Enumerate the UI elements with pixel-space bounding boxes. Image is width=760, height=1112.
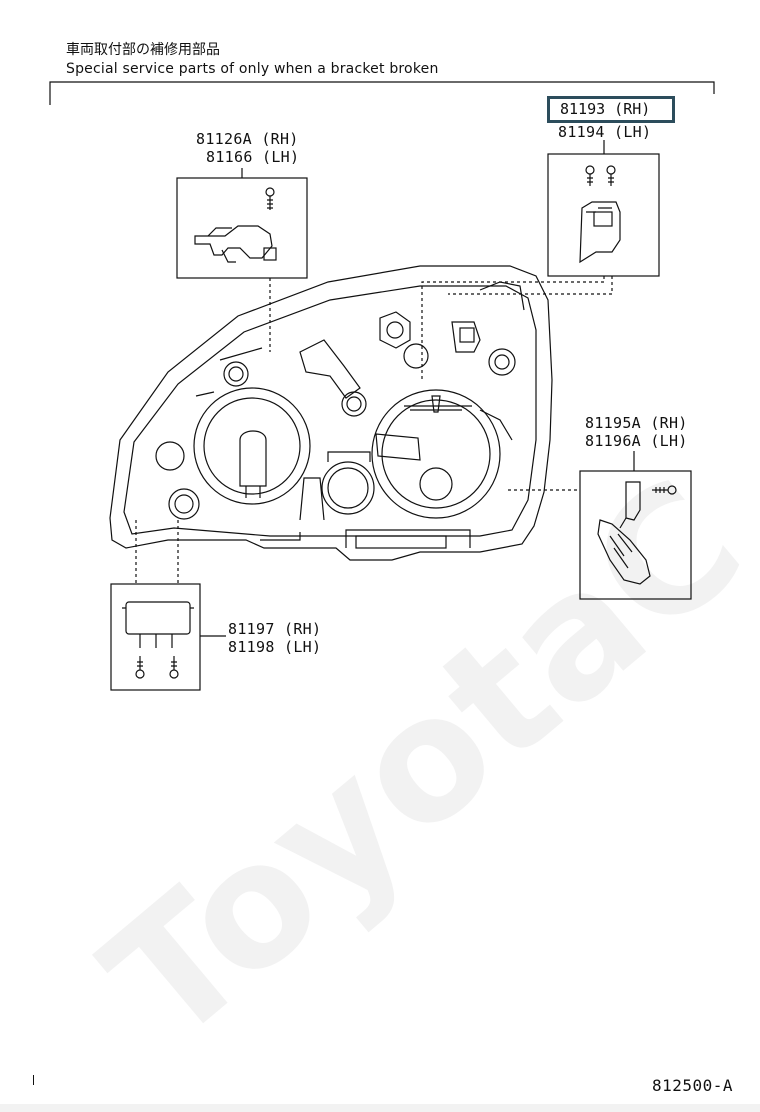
- adjuster-bolt-icon: [155, 441, 185, 471]
- part-box-81193: [547, 140, 660, 277]
- part-label-81197: 81197 (RH): [228, 620, 322, 638]
- screw-icon: [135, 656, 145, 679]
- margin-mark: [33, 1075, 34, 1085]
- screw-icon: [606, 165, 616, 186]
- part-label-81166: 81166 (LH): [206, 148, 300, 166]
- adjuster-bolt-icon: [403, 343, 429, 369]
- bracket-81126a-icon: [194, 225, 273, 259]
- screw-icon: [652, 485, 677, 495]
- bracket-81193-icon: [579, 201, 621, 264]
- page-code: 812500-A: [652, 1076, 734, 1095]
- part-box-81197: [110, 583, 226, 691]
- header-japanese: 車両取付部の補修用部品: [66, 42, 220, 58]
- screw-icon: [585, 165, 595, 186]
- headlamp-assembly: [109, 265, 553, 561]
- part-label-81196a: 81196A (LH): [585, 432, 688, 450]
- part-label-81193-highlight[interactable]: 81193 (RH): [547, 96, 675, 123]
- screw-icon: [265, 187, 275, 210]
- header-bracket: [49, 81, 715, 105]
- part-box-81195a: [579, 451, 692, 600]
- housing-outline: [109, 265, 553, 561]
- part-label-81195a: 81195A (RH): [585, 414, 688, 432]
- bracket-81195a-icon: [625, 481, 641, 521]
- lamp-socket-right-icon: [371, 389, 501, 519]
- hex-nut-icon: [379, 311, 411, 349]
- adjuster-bolt-icon: [168, 488, 200, 520]
- part-label-81194: 81194 (LH): [558, 123, 652, 141]
- part-label-81126a: 81126A (RH): [196, 130, 299, 148]
- lamp-socket-left-icon: [193, 387, 311, 505]
- part-label-81198: 81198 (LH): [228, 638, 322, 656]
- adjuster-bolt-icon: [223, 361, 249, 387]
- adjuster-bolt-icon: [488, 348, 516, 376]
- leader-lines: [135, 276, 613, 584]
- connector-81197-icon: [125, 601, 191, 635]
- connector-center-icon: [321, 461, 375, 515]
- part-box-81126a: [176, 168, 308, 279]
- bottom-band: [0, 1104, 760, 1112]
- screw-icon: [169, 656, 179, 679]
- header-english: Special service parts of only when a bra…: [66, 61, 439, 77]
